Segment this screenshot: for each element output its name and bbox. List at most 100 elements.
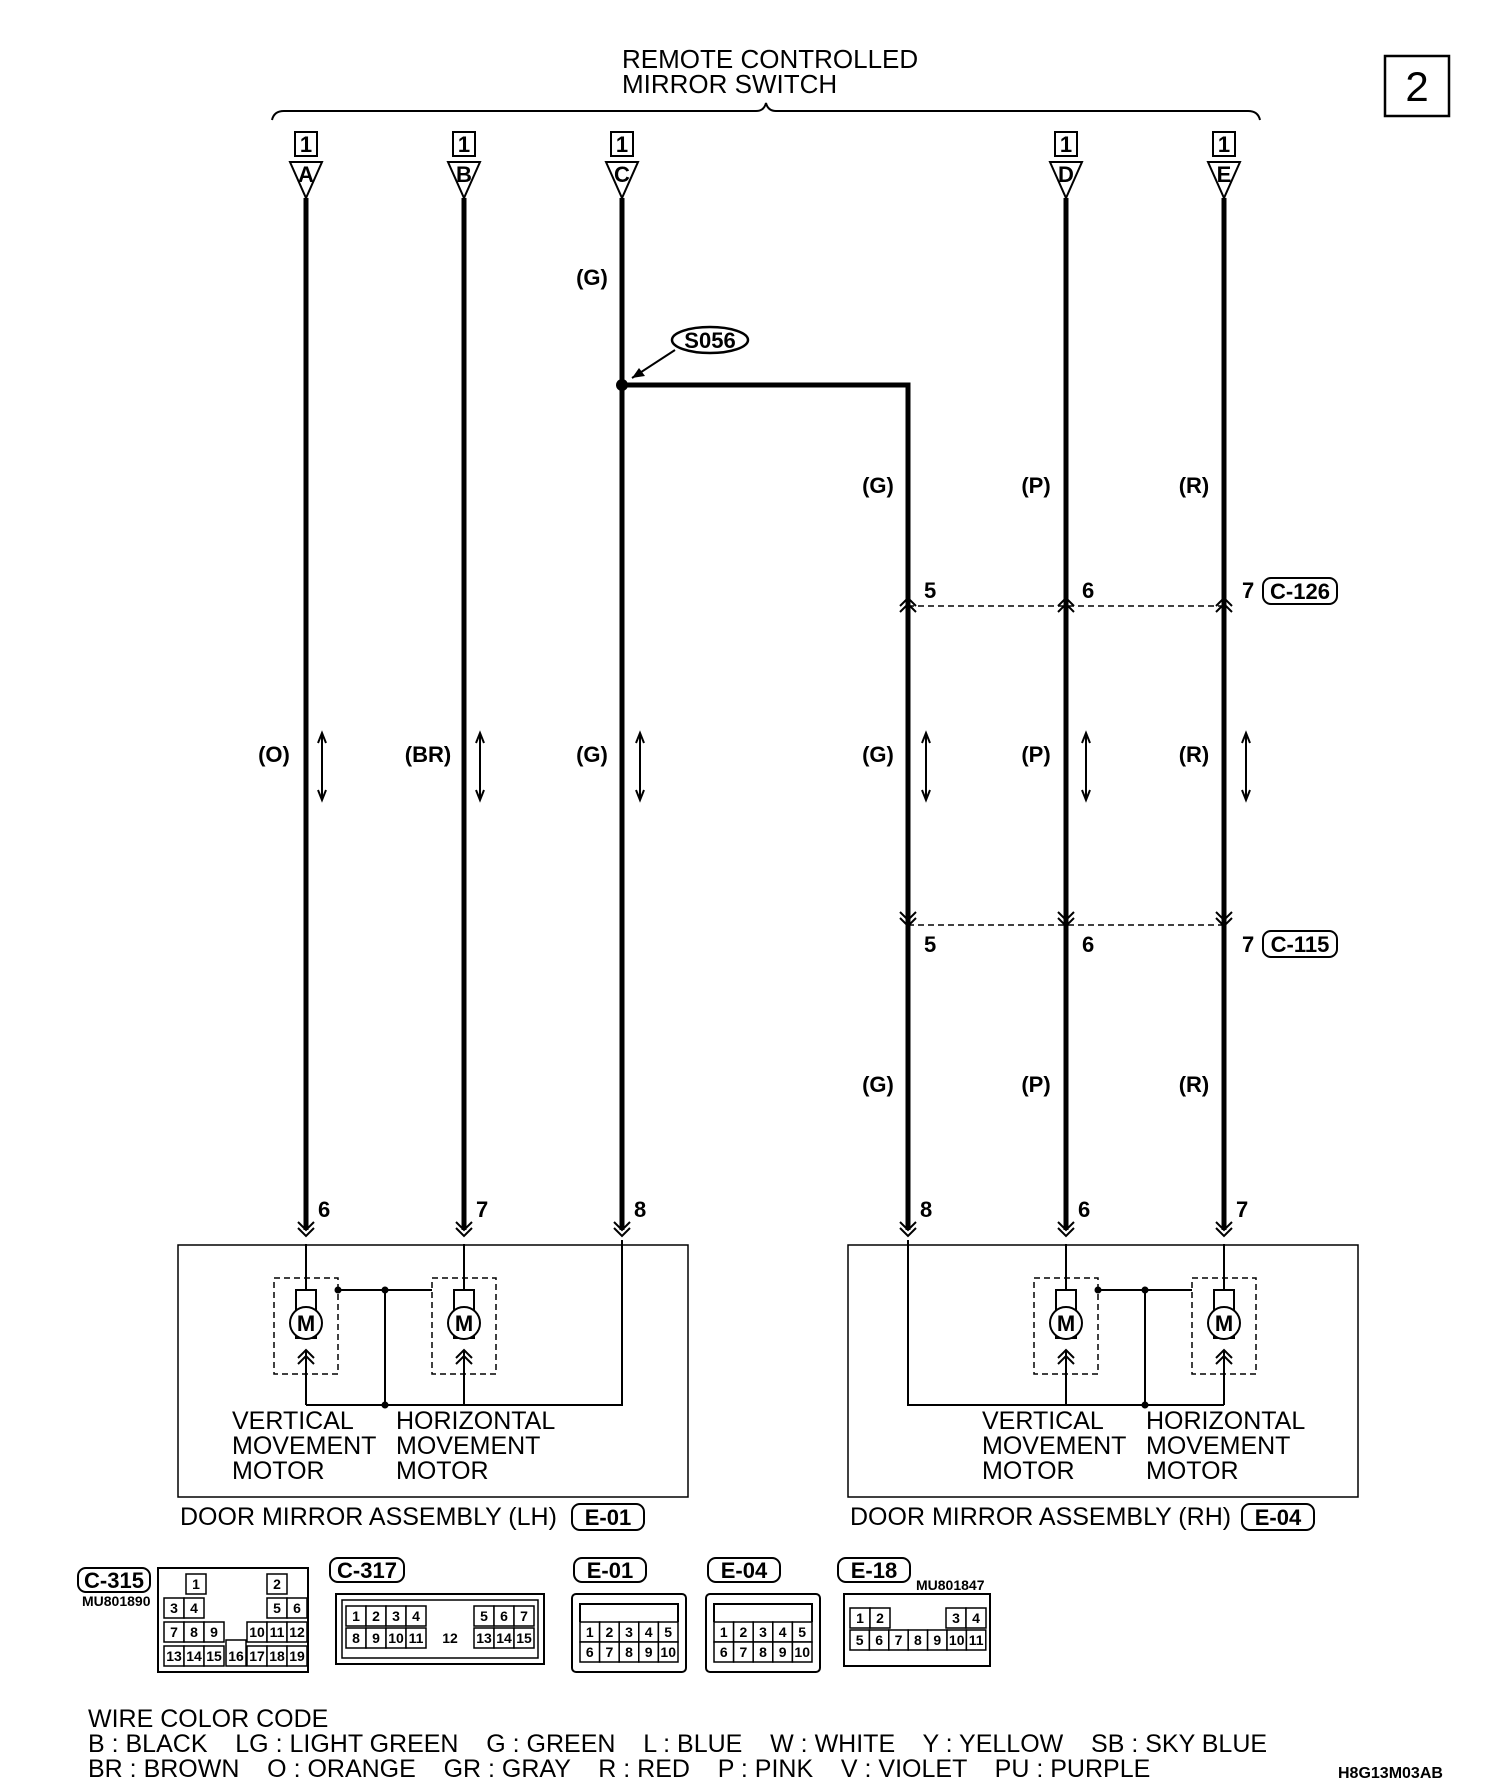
c115-chevron [899,917,917,928]
drawing-code: H8G13M03AB [1338,1765,1443,1782]
e04-cell [791,1641,813,1663]
e01-housing-inner [579,1603,679,1622]
c315-cell [286,1645,308,1667]
e04-cell-label: 4 [779,1624,787,1640]
rh-motor1-line2: MOVEMENT [982,1432,1126,1460]
c317-cell-label: 5 [480,1608,488,1624]
harness-arrow-head [317,789,327,803]
c115-chevron [1215,911,1233,922]
switch-title-line2: MIRROR SWITCH [622,69,837,99]
c115-pin-3: 7 [1242,932,1254,957]
lh-motor2-line1: HORIZONTAL [396,1407,555,1435]
switch-brace [271,102,1261,121]
wire-label-lh-b: (BR) [405,742,451,767]
wire-label-lh-a: (O) [258,742,290,767]
switch-connector-number: 1 [300,132,312,157]
e04-cell-label: 5 [798,1624,806,1640]
assembly-connector-chevron [455,1221,473,1232]
harness-arrow-head [317,730,327,744]
motor-symbol: M [455,1311,473,1336]
c317-cell-label: 11 [409,1630,424,1646]
e01-cell [657,1641,679,1663]
e04-cell-label: 7 [740,1644,748,1660]
harness-arrow-head [475,789,485,803]
c126-chevron [1215,596,1233,607]
c317-label-box [329,1557,405,1583]
assembly-connector-chevron [899,1227,917,1238]
rh-assembly-box [847,1244,1359,1498]
c126-label: C-126 [1270,579,1330,604]
switch-terminal-triangle [1048,161,1084,201]
lh-connector-box [571,1503,645,1531]
assembly-connector-chevron [1057,1221,1075,1232]
e18-label-box [837,1557,911,1583]
e01-cell-label: 7 [606,1644,614,1660]
harness-arrow-head [1241,789,1251,803]
c317-cell-label: 8 [352,1630,360,1646]
motor-symbol: M [1215,1311,1233,1336]
lh-common-bottom [306,1240,623,1406]
assembly-connector-chevron [899,1221,917,1232]
harness-arrow-head [1081,730,1091,744]
lh-motor1-line1: VERTICAL [232,1407,354,1435]
assembly-connector-chevron [613,1221,631,1232]
assembly-connector-chevron [1215,1221,1233,1232]
wire-label-rh-mid-2: (P) [1021,742,1050,767]
e04-label: E-04 [721,1558,768,1583]
e18-cell [965,1629,987,1651]
e01-cell-label: 3 [625,1624,633,1640]
motor-circle [447,1306,481,1340]
c115-chevron [1057,917,1075,928]
c317-cell-label: 6 [500,1608,508,1624]
e18-part-number: MU801847 [916,1577,985,1593]
rh-connector-label: E-04 [1255,1505,1302,1530]
c115-pin-2: 6 [1082,932,1094,957]
switch-connector-box [610,131,634,157]
c315-cell-label: 19 [289,1648,305,1664]
motor-circle [1049,1306,1083,1340]
c317-cell-label: 7 [520,1608,528,1624]
c317-cell [513,1605,535,1627]
wire-label-rh-mid-3: (R) [1179,742,1210,767]
lh-motor2-line3: MOTOR [396,1457,489,1485]
rh-common-bottom [907,1240,1224,1406]
e01-cell-label: 4 [645,1624,653,1640]
switch-terminal-letter: D [1058,162,1074,187]
c317-cell [405,1627,427,1649]
motor-symbol: M [297,1311,315,1336]
c317-cell-label: 2 [372,1608,380,1624]
legend-line2: BR : BROWN O : ORANGE GR : GRAY R : RED … [88,1755,1151,1783]
c115-chevron [1057,911,1075,922]
e04-cell-label: 2 [740,1624,748,1640]
c315-label-box [77,1567,151,1593]
e04-housing-inner [713,1603,813,1622]
switch-terminal-letter: C [614,162,630,187]
e01-cell-label: 5 [664,1624,672,1640]
e04-cell-label: 6 [720,1644,728,1660]
c115-pin-1: 5 [924,932,936,957]
wire-label-rh-upper-2: (P) [1021,473,1050,498]
c315-cell-label: 8 [190,1624,198,1640]
c126-chevron [899,602,917,613]
e18-cell-label: 7 [895,1632,903,1648]
wire-label-rh-upper-1: (G) [862,473,894,498]
page-number-box [1383,54,1451,118]
e18-cell-label: 2 [876,1610,884,1626]
harness-arrows [317,730,1251,803]
rh-node [1141,1286,1149,1294]
lh-motor1-line3: MOTOR [232,1457,325,1485]
c315-cell-label: 1 [192,1576,200,1592]
c315-cell-label: 18 [269,1648,285,1664]
c315-cell-label: 4 [190,1600,198,1616]
switch-connector-number: 1 [1218,132,1230,157]
c126-pin-2: 6 [1082,578,1094,603]
c315-cell-label: 7 [170,1624,178,1640]
switch-terminal-letter: E [1217,162,1232,187]
c315-label: C-315 [84,1568,144,1593]
c315-cell-label: 14 [186,1648,202,1664]
c126-pin-3: 7 [1242,578,1254,603]
c317-cell-label: 1 [352,1608,360,1624]
harness-arrow-head [635,789,645,803]
